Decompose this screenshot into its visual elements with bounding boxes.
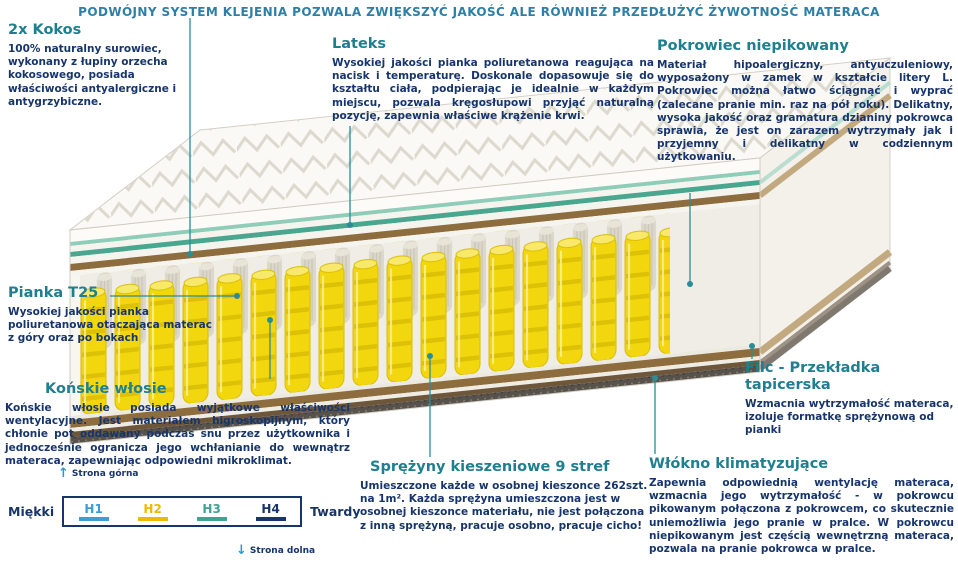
annotation-sprezyny-body: Umieszczone każde w osobnej kieszonce 26…: [360, 480, 648, 532]
pocket-springs: [80, 213, 670, 415]
hardness-level-h2-bar: [137, 516, 168, 521]
top-side-note: ↑ Strona górna: [58, 466, 139, 481]
annotation-konskie-title: Końskie włosie: [45, 381, 167, 397]
hardness-scale-box: H1 H2 H3 H4: [62, 496, 303, 527]
hardness-level-h2: H2: [137, 501, 168, 521]
hardness-level-h3: H3: [196, 501, 227, 521]
annotation-lateks-title: Lateks: [332, 36, 387, 52]
annotation-kokos: 2x Kokos 100% naturalny surowiec, wykona…: [8, 22, 190, 109]
hardness-level-h4: H4: [255, 501, 286, 521]
hardness-level-h4-label: H4: [261, 501, 280, 516]
down-arrow-icon: ↓: [236, 543, 247, 558]
up-arrow-icon: ↑: [58, 466, 69, 481]
annotation-sprezyny: Sprężyny kieszeniowe 9 stref Umieszczone…: [360, 459, 650, 533]
annotation-pianka-title: Pianka T25: [8, 285, 99, 301]
hardness-level-h3-label: H3: [202, 501, 221, 516]
annotation-filc-body: Wzmacnia wytrzymałość materaca, izoluje …: [745, 398, 954, 437]
bottom-side-label: Strona dolna: [249, 546, 316, 556]
annotation-konskie: Końskie włosie Końskie włosie posiada wy…: [5, 381, 350, 468]
annotation-pokrowiec: Pokrowiec niepikowany Materiał hipoalerg…: [657, 38, 953, 165]
hardness-level-h2-label: H2: [143, 501, 162, 516]
annotation-konskie-body: Końskie włosie posiada wyjątkowe właściw…: [5, 402, 350, 467]
annotation-pianka: Pianka T25 Wysokiej jakości pianka poliu…: [8, 285, 216, 346]
hardness-scale: Miękki H1 H2 H3 H4 Twardy: [8, 496, 361, 527]
hardness-level-h4-bar: [255, 516, 286, 521]
annotation-pianka-body: Wysokiej jakości pianka poliuretanowa ot…: [8, 306, 212, 345]
annotation-wlokno-body: Zapewnia odpowiednią wentylację materaca…: [649, 477, 954, 556]
annotation-pokrowiec-title: Pokrowiec niepikowany: [657, 38, 849, 54]
annotation-wlokno: Włókno klimatyzujące Zapewnia odpowiedni…: [649, 456, 954, 556]
annotation-sprezyny-title: Sprężyny kieszeniowe 9 stref: [370, 459, 610, 475]
mattress-end-face: [757, 56, 893, 374]
hardness-level-h1-bar: [78, 516, 109, 521]
page-title: PODWÓJNY SYSTEM KLEJENIA POZWALA ZWIĘKSZ…: [78, 5, 880, 19]
annotation-filc-title: Filc - Przekładka tapicerska: [745, 360, 881, 393]
top-side-label: Strona górna: [71, 469, 139, 479]
hard-label: Twardy: [310, 504, 361, 519]
annotation-filc: Filc - Przekładka tapicerska Wzmacnia wy…: [745, 360, 955, 438]
annotation-wlokno-title: Włókno klimatyzujące: [649, 456, 829, 472]
mattress-front-face: [69, 157, 761, 445]
hardness-level-h1: H1: [78, 501, 109, 521]
bottom-side-note: ↓ Strona dolna: [236, 543, 316, 558]
annotation-kokos-body: 100% naturalny surowiec, wykonany z łupi…: [8, 43, 177, 108]
connector-lines: [110, 18, 755, 457]
annotation-lateks-body: Wysokiej jakości pianka poliuretanowa re…: [332, 57, 654, 122]
hardness-level-h3-bar: [196, 516, 227, 521]
annotation-pokrowiec-body: Materiał hipoalergiczny, antyuczuleniowy…: [657, 59, 953, 164]
hardness-level-h1-label: H1: [84, 501, 103, 516]
annotation-kokos-title: 2x Kokos: [8, 22, 82, 38]
soft-label: Miękki: [8, 504, 55, 519]
annotation-lateks: Lateks Wysokiej jakości pianka poliureta…: [332, 36, 654, 123]
